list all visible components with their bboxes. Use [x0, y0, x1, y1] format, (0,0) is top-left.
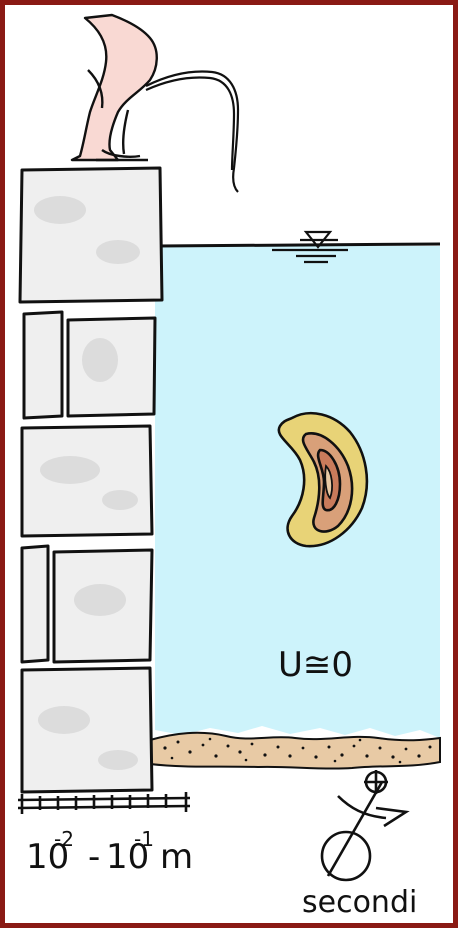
length-scale-ruler: [18, 792, 190, 814]
length-exp-b: -1: [134, 827, 154, 851]
length-sep: -: [88, 837, 100, 877]
length-exp-a: -2: [54, 827, 74, 851]
person-legs: [72, 15, 157, 160]
length-scale-label: 10 -2 - 10 -1 m: [26, 815, 193, 877]
sediment-bed: [150, 733, 440, 769]
water-surface-line: [158, 244, 440, 246]
rotation-clock-icon: [322, 770, 406, 880]
wall-block-7: [22, 668, 152, 792]
time-scale-label: secondi: [302, 885, 417, 920]
wall-block-5: [22, 546, 48, 662]
stone-wall: [20, 168, 162, 792]
wall-block-1: [20, 168, 162, 302]
wall-block-2: [24, 312, 62, 418]
velocity-label: U≅0: [278, 645, 353, 685]
length-unit: m: [160, 837, 193, 877]
